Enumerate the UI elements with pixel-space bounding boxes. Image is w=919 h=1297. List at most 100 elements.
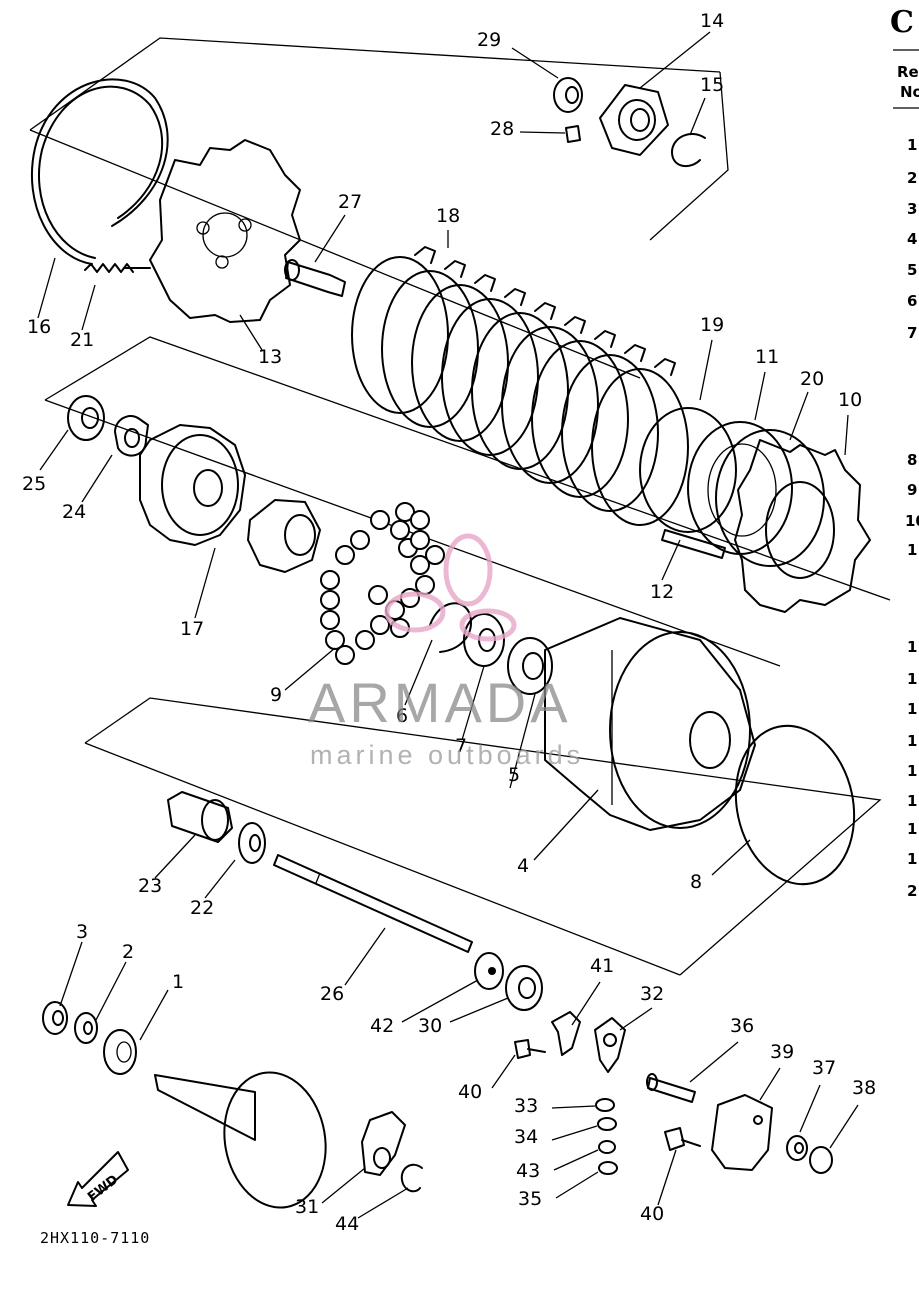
leader-part-10 [844, 414, 849, 456]
steel-ball [410, 530, 430, 550]
part-31-lever [361, 1111, 406, 1176]
label-part-29: 29 [477, 29, 501, 51]
leader-part-43 [553, 1149, 599, 1171]
part-5-spacer [507, 637, 553, 695]
clutch-plate-tab [534, 302, 556, 320]
leader-part-36 [689, 1041, 739, 1083]
steel-ball [320, 570, 340, 590]
parts-table-fragment: C Re No 123456789101111111112 [890, 5, 919, 900]
steel-ball [335, 645, 355, 665]
part-25-nut [67, 395, 105, 441]
leader-part-28 [519, 131, 566, 134]
label-part-23: 23 [138, 875, 162, 897]
leader-part-32 [619, 1007, 653, 1031]
label-part-44: 44 [335, 1213, 359, 1235]
part-16-circlip [30, 78, 169, 265]
part-8-o-ring [734, 724, 856, 886]
leader-part-20 [789, 391, 809, 441]
clutch-plate-tab [654, 358, 676, 376]
part-26-shaft [273, 854, 473, 953]
label-part-8: 8 [690, 871, 702, 893]
part-13-pressure-plate [149, 139, 301, 323]
label-part-40a: 40 [458, 1081, 482, 1103]
label-part-28: 28 [490, 118, 514, 140]
part-21-spring [84, 263, 151, 273]
part-32-lever [594, 1017, 626, 1073]
label-part-5: 5 [508, 764, 520, 786]
side-ref-number: 1 [907, 762, 917, 780]
part-42-washer [474, 952, 504, 990]
fwd-arrow: FWD [67, 1151, 129, 1207]
part-33-washer [595, 1098, 615, 1112]
clutch-plate-tab [564, 316, 586, 334]
clutch-plate [501, 326, 599, 484]
steel-ball [415, 575, 435, 595]
label-part-14: 14 [700, 10, 724, 32]
side-ref-number: 2 [907, 882, 917, 900]
label-part-38: 38 [852, 1077, 876, 1099]
leader-part-37 [799, 1084, 821, 1133]
side-ref-number: 1 [907, 792, 917, 810]
leader-part-34 [551, 1125, 598, 1141]
side-ref-number: 5 [907, 261, 917, 279]
leader-part-14 [639, 31, 711, 89]
watermark: ARMADA marine outboards [308, 533, 580, 770]
steel-ball [370, 510, 390, 530]
clutch-plate [531, 340, 629, 498]
label-part-40b: 40 [640, 1203, 664, 1225]
part-14-bearing-housing [599, 84, 669, 156]
part-35-washer [598, 1161, 618, 1175]
label-part-33: 33 [514, 1095, 538, 1117]
leader-part-1 [139, 989, 169, 1041]
label-part-17: 17 [180, 618, 204, 640]
label-part-31: 31 [295, 1196, 319, 1218]
side-ref-number: 1 [907, 820, 917, 838]
leader-part-21 [81, 284, 96, 331]
part-40-bolt-a [514, 1039, 546, 1059]
leader-part-41 [571, 981, 601, 1026]
clutch-plate-tab [414, 246, 436, 264]
part-29-bearing [553, 77, 583, 113]
part-30-seal [505, 965, 543, 1011]
steel-ball [368, 585, 388, 605]
label-part-43: 43 [516, 1160, 540, 1182]
label-part-25: 25 [22, 473, 46, 495]
leader-part-22 [204, 859, 236, 899]
side-ref-number: 1 [907, 850, 917, 868]
steel-ball [335, 545, 355, 565]
table-col-header-line2: No [900, 83, 919, 101]
part-10-clutch-plate [734, 439, 871, 613]
label-part-16: 16 [27, 316, 51, 338]
label-part-22: 22 [190, 897, 214, 919]
part-34-washer [597, 1117, 617, 1131]
leader-part-29 [511, 47, 559, 79]
steel-ball [410, 555, 430, 575]
label-part-11: 11 [755, 346, 779, 368]
leader-part-33 [551, 1105, 596, 1109]
label-part-42: 42 [370, 1015, 394, 1037]
steel-ball [320, 610, 340, 630]
clutch-plate [441, 298, 539, 456]
leader-part-7 [461, 665, 485, 741]
leader-part-2 [95, 961, 127, 1021]
leader-part-44 [357, 1187, 409, 1219]
clutch-plate-tab [444, 260, 466, 278]
label-part-34: 34 [514, 1126, 538, 1148]
label-part-24: 24 [62, 501, 86, 523]
part-9-balls [320, 502, 445, 665]
side-ref-number: 1 [907, 136, 917, 154]
label-part-13: 13 [258, 346, 282, 368]
steel-ball [410, 510, 430, 530]
leader-part-6 [404, 639, 433, 706]
label-part-10: 10 [838, 389, 862, 411]
label-part-15: 15 [700, 74, 724, 96]
steel-ball [425, 545, 445, 565]
label-part-6: 6 [396, 705, 408, 727]
side-ref-number: 4 [907, 230, 917, 248]
clutch-plate-tab [504, 288, 526, 306]
part-41-plate [551, 1011, 581, 1056]
part-19-plate [639, 407, 737, 533]
part-17-cam [247, 499, 321, 573]
clutch-plate-tab [594, 330, 616, 348]
part-28-screw [565, 125, 581, 143]
